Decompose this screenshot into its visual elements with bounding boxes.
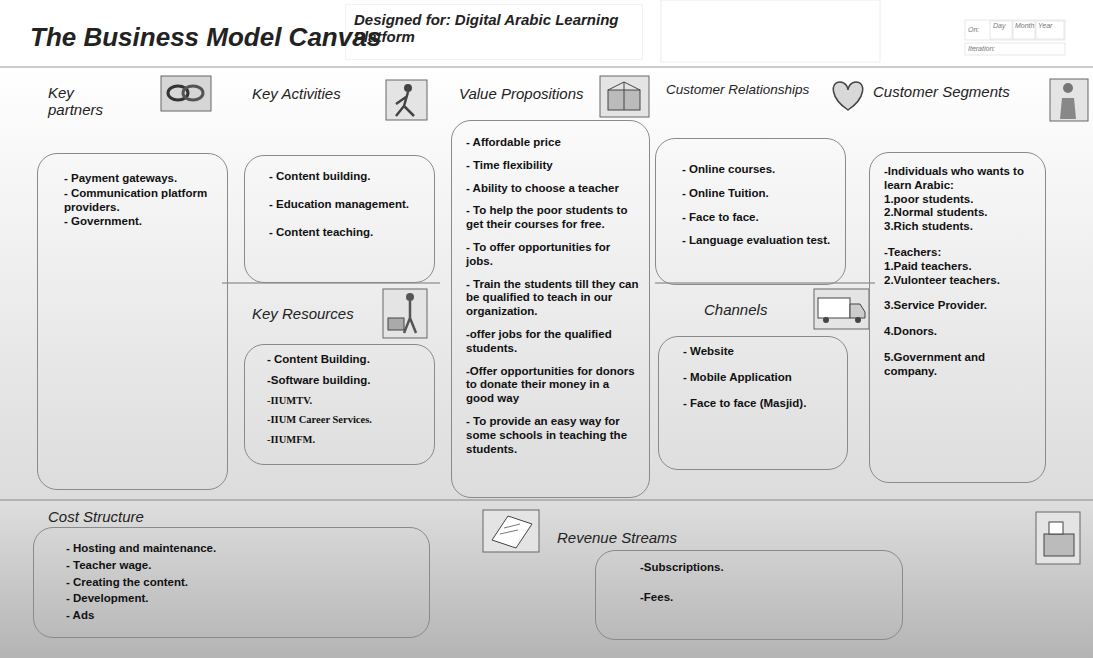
- revenue-box: Revenue Streams-Subscriptions.-Fees.: [595, 550, 903, 640]
- list-item: -offer jobs for the qualified students.: [466, 328, 639, 356]
- resources-box: Key Resources- Content Building.-Softwar…: [244, 344, 435, 465]
- bottom-panel: [0, 500, 1093, 658]
- list-item: - Online courses.: [682, 163, 835, 177]
- list-item: - Content Building.: [267, 353, 422, 367]
- date-field-label: Day: [993, 22, 1005, 29]
- list-item: - Affordable price: [466, 136, 639, 150]
- section-heading: Cost Structure: [48, 508, 188, 525]
- partners-box: Key partners- Payment gateways.- Communi…: [37, 153, 228, 490]
- list-item: -IIUMFM.: [267, 434, 422, 447]
- list-item: -Offer opportunities for donors to donat…: [466, 365, 639, 406]
- list-item: - Content building.: [269, 170, 422, 184]
- list-item: - To help the poor students to get their…: [466, 204, 639, 232]
- panel-border: [0, 67, 1093, 68]
- list-item: - Time flexibility: [466, 159, 639, 173]
- canvas-title: The Business Model Canvas: [30, 22, 381, 53]
- partners-icon: [161, 76, 211, 111]
- activities-icon: [386, 80, 427, 120]
- main-panel: [0, 67, 1093, 500]
- list-item: 1.Paid teachers.: [884, 260, 1037, 274]
- section-heading: Customer Relationships: [666, 82, 831, 98]
- section-heading: Key Activities: [252, 85, 372, 102]
- revenue-icon: [1036, 512, 1080, 564]
- list-item: 2.Normal students.: [884, 206, 1037, 220]
- list-item: - Language evaluation test.: [682, 234, 835, 248]
- cost-icon: [483, 510, 539, 552]
- value-icon: [600, 76, 649, 117]
- list-item: - Development.: [66, 592, 417, 606]
- relationships-box: Customer Relationships- Online courses.-…: [655, 138, 846, 285]
- list-item: - Government.: [64, 215, 215, 229]
- list-item: -Individuals who wants to learn Arabic:: [884, 165, 1037, 193]
- segments-icon: [1050, 79, 1088, 121]
- section-heading: Channels: [704, 301, 804, 318]
- list-item: - Payment gateways.: [64, 172, 215, 186]
- list-item: 5.Government and company.: [884, 351, 1037, 379]
- list-item: -Teachers:: [884, 246, 1037, 260]
- list-item: 4.Donors.: [884, 325, 1037, 339]
- list-item: - Content teaching.: [269, 226, 422, 240]
- list-item: 2.Vulonteer teachers.: [884, 274, 1037, 288]
- list-item: 1.poor students.: [884, 193, 1037, 207]
- list-item: -IIUM Career Services.: [267, 414, 422, 427]
- list-item: - To offer opportunities for jobs.: [466, 241, 639, 269]
- resources-icon: [383, 289, 427, 338]
- list-item: - Website: [683, 345, 837, 359]
- date-field-label: On:: [968, 26, 979, 33]
- channels-box: Channels- Website- Mobile Application- F…: [658, 336, 848, 470]
- section-heading: Value Propositions: [459, 85, 599, 102]
- list-item: - Teacher wage.: [66, 559, 417, 573]
- list-item: -Software building.: [267, 374, 422, 388]
- section-heading: Revenue Streams: [557, 529, 697, 546]
- relationship-icon: [833, 82, 862, 110]
- activities-box: Key Activities- Content building.- Educa…: [244, 155, 435, 283]
- designed-for-text: Designed for: Digital Arabic Learning Pl…: [354, 11, 634, 46]
- list-item: - Ability to choose a teacher: [466, 182, 639, 196]
- list-item: 3.Service Provider.: [884, 299, 1037, 313]
- list-item: - Hosting and maintenance.: [66, 542, 417, 556]
- date-field-label: Iteration:: [968, 45, 995, 52]
- list-item: -Fees.: [640, 591, 890, 605]
- list-item: -Subscriptions.: [640, 561, 890, 575]
- date-box: [965, 20, 1065, 55]
- list-item: - Ads: [66, 609, 417, 623]
- date-field-label: Month: [1015, 22, 1034, 29]
- value-box: Value Propositions- Affordable price- Ti…: [451, 120, 650, 498]
- list-item: - Online Tuition.: [682, 187, 835, 201]
- list-item: - Creating the content.: [66, 576, 417, 590]
- divider-line: [655, 283, 875, 284]
- section-heading: Customer Segments: [873, 83, 1043, 100]
- cost-box: Cost Structure- Hosting and maintenance.…: [33, 527, 430, 638]
- list-item: - Communication platform providers.: [64, 187, 215, 215]
- list-item: - Mobile Application: [683, 371, 837, 385]
- channels-icon: [814, 289, 869, 329]
- divider-line: [0, 500, 1093, 501]
- section-heading: Key Resources: [252, 305, 372, 322]
- list-item: 3.Rich students.: [884, 220, 1037, 234]
- date-field-label: Year: [1038, 22, 1052, 29]
- segments-box: Customer Segments-Individuals who wants …: [869, 152, 1046, 483]
- list-item: - Face to face (Masjid).: [683, 397, 837, 411]
- list-item: - To provide an easy way for some school…: [466, 415, 639, 456]
- designed-for-box: Designed for: Digital Arabic Learning Pl…: [345, 4, 643, 60]
- list-item: - Education management.: [269, 198, 422, 212]
- section-heading: Key partners: [48, 84, 118, 119]
- blank-box: [661, 0, 880, 62]
- list-item: -IIUMTV.: [267, 395, 422, 408]
- list-item: - Face to face.: [682, 211, 835, 225]
- list-item: - Train the students till they can be qu…: [466, 278, 639, 319]
